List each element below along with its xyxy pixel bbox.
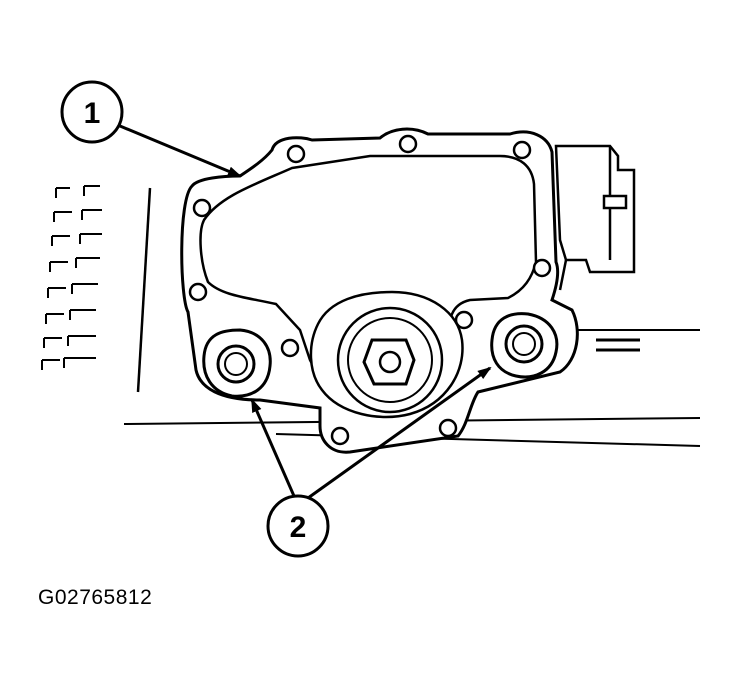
electrical-connector xyxy=(554,144,636,291)
callout-2: 2 xyxy=(250,366,492,558)
callout-2-label: 2 xyxy=(290,511,307,544)
callout-1: 1 xyxy=(60,80,242,178)
serrated-edge-left xyxy=(41,185,152,393)
right-mounting-bolt xyxy=(490,312,559,379)
left-mounting-bolt xyxy=(202,328,272,398)
figure-id: G02765812 xyxy=(38,586,153,609)
manual-shaft-hub xyxy=(309,290,464,419)
gasket-holes xyxy=(188,134,552,446)
callout-1-label: 1 xyxy=(84,97,101,130)
